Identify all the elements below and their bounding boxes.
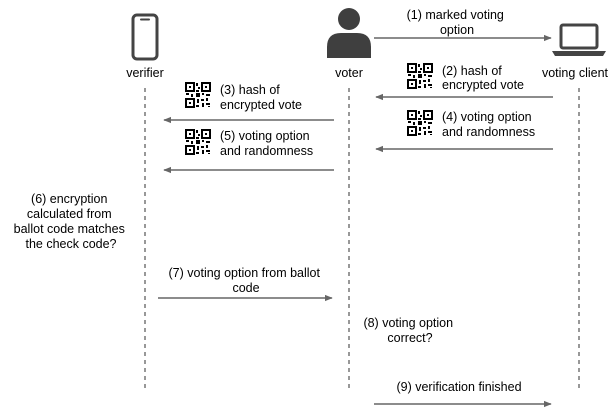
step-8-label: (8) voting option correct? [363, 316, 456, 345]
step-4-label: (4) voting option and randomness [442, 110, 535, 139]
step-7-label: (7) voting option from ballot code [169, 266, 324, 295]
user-icon [327, 8, 371, 58]
step-9-label: (9) verification finished [396, 380, 521, 394]
voting-client-label: voting client [542, 66, 609, 80]
step-2-label: (2) hash of encrypted vote [442, 64, 524, 92]
step-3-label: (3) hash of encrypted vote [220, 83, 302, 112]
step-6-label: (6) encryption calculated from ballot co… [14, 192, 129, 251]
qr-code-icon [406, 109, 434, 137]
step-1-label: (1) marked voting option [407, 8, 508, 37]
qr-code-icon [406, 62, 434, 90]
step-5-label: (5) voting option and randomness [220, 129, 313, 158]
qr-code-icon [184, 128, 212, 156]
voter-label: voter [335, 66, 363, 80]
verifier-label: verifier [126, 66, 164, 80]
smartphone-icon [131, 13, 159, 61]
qr-code-icon [184, 81, 212, 109]
laptop-icon [552, 23, 606, 56]
